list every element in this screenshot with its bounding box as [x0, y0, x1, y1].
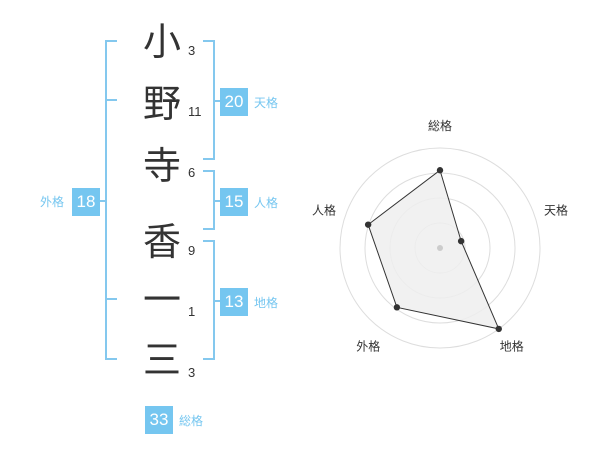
gaikaku-bracket-connector — [98, 200, 106, 202]
gaikaku-bracket-tick-2 — [105, 298, 117, 300]
radar-point-1 — [457, 237, 465, 245]
soukaku-label: 総格 — [179, 414, 204, 428]
stroke-count-5: 1 — [188, 304, 196, 319]
name-char-2: 野 — [142, 82, 181, 126]
gaikaku-bracket-tick-1 — [105, 99, 117, 101]
tenkaku-label: 天格 — [254, 96, 279, 110]
radar-axis-label-1: 天格 — [544, 202, 568, 217]
jinkaku-label: 人格 — [254, 196, 279, 210]
name-char-5: 一 — [142, 278, 181, 322]
radar-ring-4 — [339, 147, 541, 349]
stroke-count-3: 6 — [188, 165, 196, 180]
radar-area — [367, 169, 500, 330]
tenkaku-bracket-connector — [214, 100, 222, 102]
name-char-3: 寺 — [142, 144, 181, 188]
jinkaku-bracket-connector — [214, 200, 222, 202]
stroke-count-4: 9 — [188, 243, 196, 258]
radar-point-3 — [393, 304, 401, 311]
name-char-4: 香 — [142, 220, 181, 264]
jinkaku-value-badge: 15 — [220, 188, 248, 216]
radar-axis-label-3: 外格 — [356, 339, 380, 354]
radar-point-0 — [436, 167, 444, 174]
gaikaku-bracket — [105, 40, 117, 360]
chikaku-label: 地格 — [254, 296, 279, 310]
tenkaku-value-badge: 20 — [220, 88, 248, 116]
chikaku-bracket-connector — [214, 300, 222, 302]
radar-points — [364, 167, 502, 333]
gaikaku-value-badge: 18 — [72, 188, 100, 216]
stroke-count-2: 11 — [188, 104, 202, 119]
radar-point-2 — [495, 325, 502, 333]
stroke-count-6: 3 — [188, 365, 196, 380]
radar-axis-label-2: 地格 — [500, 339, 524, 354]
soukaku-value-badge: 33 — [145, 406, 173, 434]
chikaku-value-badge: 13 — [220, 288, 248, 316]
name-char-6: 三 — [142, 338, 181, 382]
stroke-count-1: 3 — [188, 43, 196, 58]
radar-point-4 — [364, 221, 372, 228]
radar-center-dot — [437, 245, 443, 251]
radar-axis-label-4: 人格 — [312, 202, 336, 217]
gaikaku-label: 外格 — [40, 195, 65, 209]
radar-axis-label-0: 総格 — [428, 118, 452, 133]
name-char-1: 小 — [142, 20, 181, 64]
